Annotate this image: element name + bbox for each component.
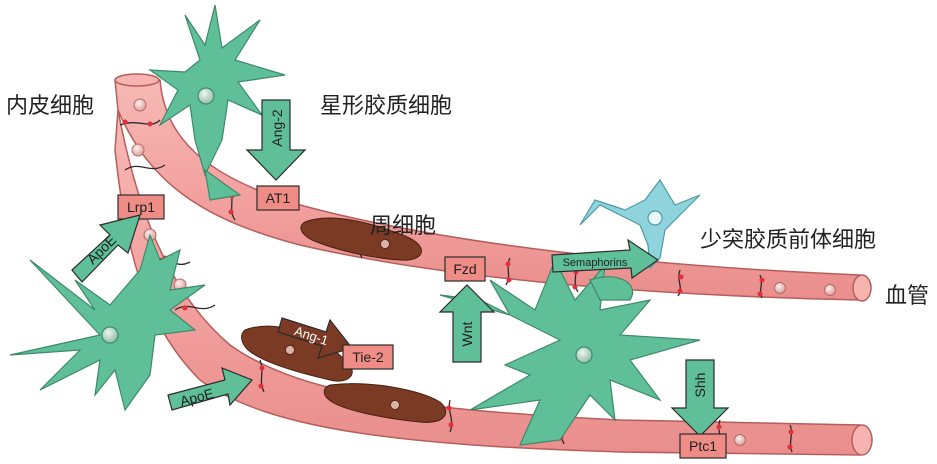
- astrocyte-label: 星形胶质细胞: [320, 88, 452, 120]
- fzd-receptor: Fzd: [445, 257, 485, 281]
- fzd-label: Fzd: [453, 261, 476, 277]
- ptc1-label: Ptc1: [689, 438, 717, 454]
- at1-receptor: AT1: [257, 186, 299, 210]
- pericyte-label: 周细胞: [370, 208, 436, 240]
- tie2-label: Tie-2: [352, 349, 384, 365]
- apoe-bottom-label: ApoE: [178, 385, 215, 409]
- semaphorins-label: Semaphorins: [563, 257, 628, 269]
- endothelial-cell-label: 内皮细胞: [6, 88, 94, 120]
- ang2-label: Ang-2: [269, 109, 285, 147]
- opc-label: 少突胶质前体细胞: [700, 222, 876, 254]
- ptc1-receptor: Ptc1: [680, 434, 726, 458]
- shh-label: Shh: [692, 373, 708, 398]
- vessel-label: 血管: [885, 278, 929, 310]
- apoe-arrow-top: ApoE: [72, 215, 140, 282]
- astrocyte-left: [10, 235, 205, 410]
- lrp1-label: Lrp1: [127, 199, 155, 215]
- at1-label: AT1: [266, 190, 291, 206]
- lrp1-receptor: Lrp1: [118, 195, 164, 219]
- wnt-label: Wnt: [459, 321, 475, 346]
- tie2-receptor: Tie-2: [343, 345, 393, 369]
